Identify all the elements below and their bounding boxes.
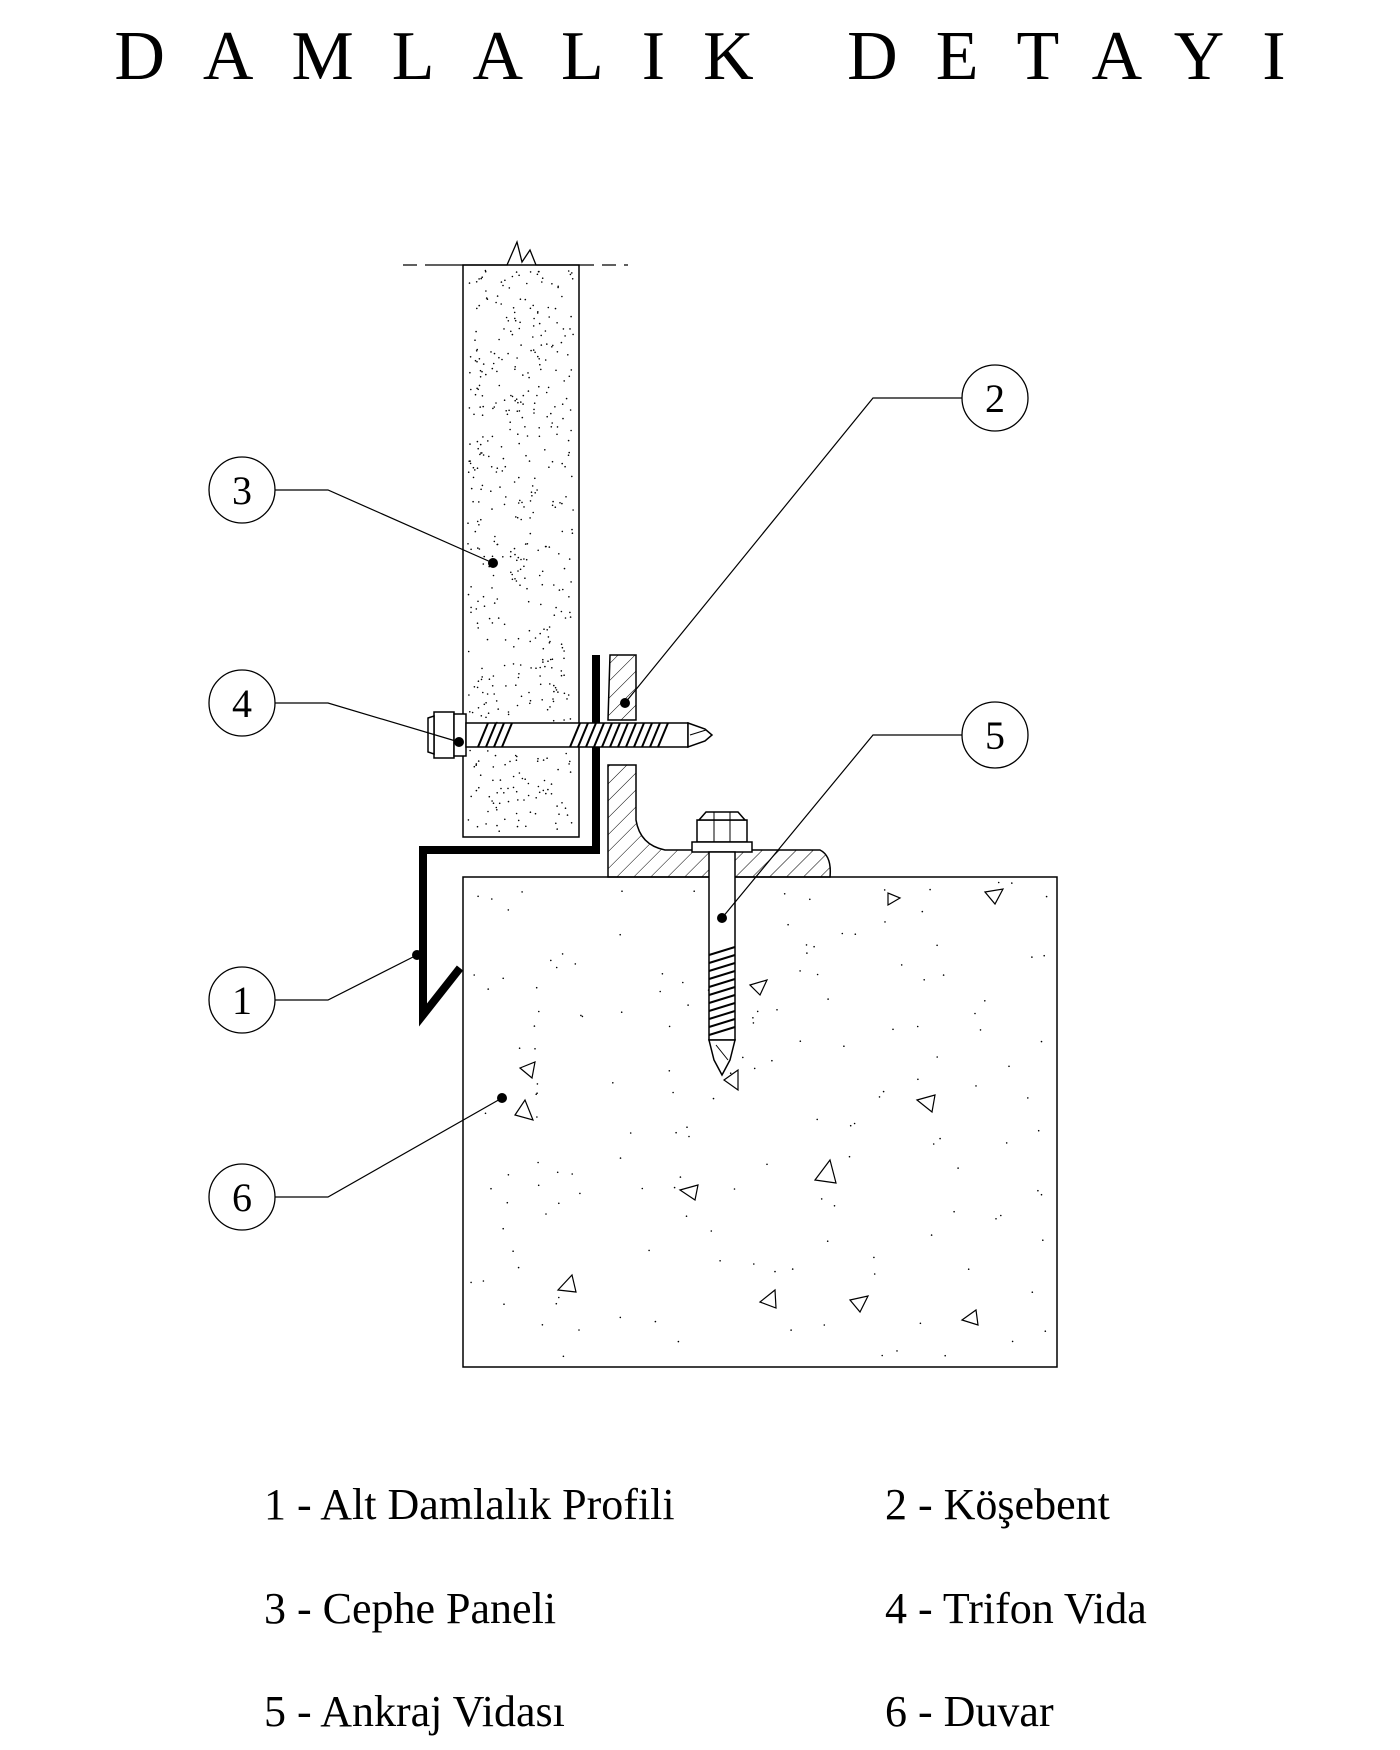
panel-texture <box>467 269 574 832</box>
leader-lines <box>275 397 998 1198</box>
callout-6: 6 <box>208 1163 276 1231</box>
legend-item-ankraj-vidasi: 5 - Ankraj Vidası <box>264 1687 565 1736</box>
leader-dots <box>412 558 727 1103</box>
drip-profile <box>419 655 600 1027</box>
legend-item-trifon-vida: 4 - Trifon Vida <box>885 1584 1147 1633</box>
svg-text:4: 4 <box>232 681 252 726</box>
legend-item-duvar: 6 - Duvar <box>885 1687 1054 1736</box>
legend-item-alt-damlalik-profili: 1 - Alt Damlalık Profili <box>264 1480 675 1529</box>
break-line <box>403 239 628 266</box>
legend-item-kosebent: 2 - Köşebent <box>885 1480 1110 1529</box>
wall-texture <box>470 881 1048 1358</box>
trifon-screw <box>427 711 714 759</box>
wall-aggregate <box>514 888 1005 1326</box>
svg-text:5: 5 <box>985 713 1005 758</box>
anchor-screw <box>691 811 753 1077</box>
callout-4: 4 <box>208 669 276 737</box>
page-title: DAMLALIK DETAYI <box>114 18 1324 95</box>
callout-2: 2 <box>961 364 1029 432</box>
wall <box>462 876 1058 1368</box>
svg-text:1: 1 <box>232 978 252 1023</box>
legend-item-cephe-paneli: 3 - Cephe Paneli <box>264 1584 557 1633</box>
callout-1: 1 <box>208 966 276 1034</box>
svg-text:6: 6 <box>232 1175 252 1220</box>
svg-text:3: 3 <box>232 468 252 513</box>
callout-5: 5 <box>961 701 1029 769</box>
svg-text:2: 2 <box>985 376 1005 421</box>
callout-3: 3 <box>208 456 276 524</box>
